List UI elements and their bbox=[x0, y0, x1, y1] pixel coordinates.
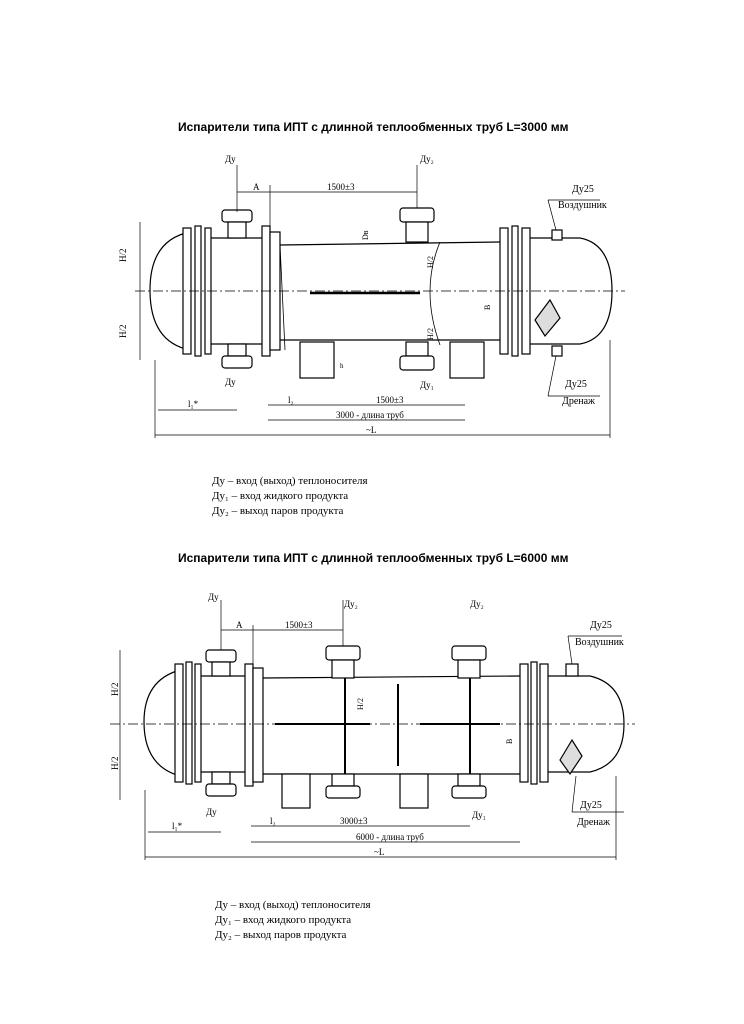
label-du2-top-b: Ду₂ bbox=[470, 599, 484, 609]
label-du-bottom: Ду bbox=[206, 807, 217, 817]
drawing-2-evaporator-6000: Ду Ду₂ Ду₂ A 1500±3 Ду25 Воздушник H/2 H… bbox=[110, 592, 635, 860]
drawing-1-evaporator-3000: Ду Ду₂ A 1500±3 Ду25 Воздушник H/2 H/2 D… bbox=[118, 154, 625, 438]
label-h2-mid: H/2 bbox=[356, 698, 365, 710]
drawing-1-title: Испарители типа ИПТ с длинной теплообмен… bbox=[178, 120, 569, 134]
label-h2-left-low: H/2 bbox=[110, 757, 120, 771]
label-h2-mid-low: H/2 bbox=[426, 328, 435, 340]
legend-item: Ду₂ – выход паров продукта bbox=[212, 505, 344, 517]
label-h2-mid: H/2 bbox=[426, 256, 435, 268]
label-total-length: ~L bbox=[374, 847, 384, 857]
label-l1: l₁* bbox=[172, 821, 183, 831]
label-dv: Dв bbox=[361, 230, 370, 240]
label-b: B bbox=[505, 739, 514, 744]
legend-item: Ду₁ – вход жидкого продукта bbox=[212, 490, 349, 502]
label-h2-left-low: H/2 bbox=[118, 325, 128, 339]
label-h: h bbox=[340, 362, 344, 370]
label-air: Воздушник bbox=[558, 200, 607, 211]
label-l2: l₂ bbox=[288, 395, 294, 405]
label-du-top: Ду bbox=[225, 154, 236, 164]
label-du2-top-a: Ду₂ bbox=[344, 599, 358, 609]
label-du25-drain: Ду25 bbox=[565, 379, 587, 390]
label-pitch-bottom: 1500±3 bbox=[376, 395, 404, 405]
label-tube-length: 6000 - длина труб bbox=[356, 832, 424, 842]
label-a: A bbox=[236, 620, 243, 630]
label-du25-drain: Ду25 bbox=[580, 800, 602, 811]
drawing-2-legend: Ду – вход (выход) теплоносителя Ду₁ – вх… bbox=[215, 898, 371, 943]
label-du1-bottom: Ду₁ bbox=[472, 810, 486, 820]
label-du-top: Ду bbox=[208, 592, 219, 602]
label-a: A bbox=[253, 182, 260, 192]
label-du1-bottom: Ду₁ bbox=[420, 380, 434, 390]
drawing-1-legend: Ду – вход (выход) теплоносителя Ду₁ – вх… bbox=[212, 474, 368, 519]
label-drain: Дренаж bbox=[577, 817, 610, 828]
label-air: Воздушник bbox=[575, 637, 624, 648]
label-du25-air: Ду25 bbox=[572, 184, 594, 195]
label-pitch-top: 1500±3 bbox=[285, 620, 313, 630]
label-l1: l₁* bbox=[188, 399, 199, 409]
label-du2-top: Ду₂ bbox=[420, 154, 434, 164]
label-h2-left: H/2 bbox=[118, 249, 128, 263]
label-pitch-top: 1500±3 bbox=[327, 182, 355, 192]
legend-item: Ду – вход (выход) теплоносителя bbox=[215, 899, 371, 911]
label-du25-air: Ду25 bbox=[590, 620, 612, 631]
legend-item: Ду₂ – выход паров продукта bbox=[215, 929, 347, 941]
legend-item: Ду – вход (выход) теплоносителя bbox=[212, 475, 368, 487]
label-du-bottom: Ду bbox=[225, 377, 236, 387]
legend-item: Ду₁ – вход жидкого продукта bbox=[215, 914, 352, 926]
label-b: B bbox=[483, 305, 492, 310]
label-h2-left: H/2 bbox=[110, 683, 120, 697]
label-l2: l₂ bbox=[270, 816, 276, 826]
drawing-2-title: Испарители типа ИПТ с длинной теплообмен… bbox=[178, 551, 569, 565]
label-total-length: ~L bbox=[366, 425, 376, 435]
label-drain: Дренаж bbox=[562, 396, 595, 407]
label-pitch-bottom: 3000±3 bbox=[340, 816, 368, 826]
label-tube-length: 3000 - длина труб bbox=[336, 410, 404, 420]
